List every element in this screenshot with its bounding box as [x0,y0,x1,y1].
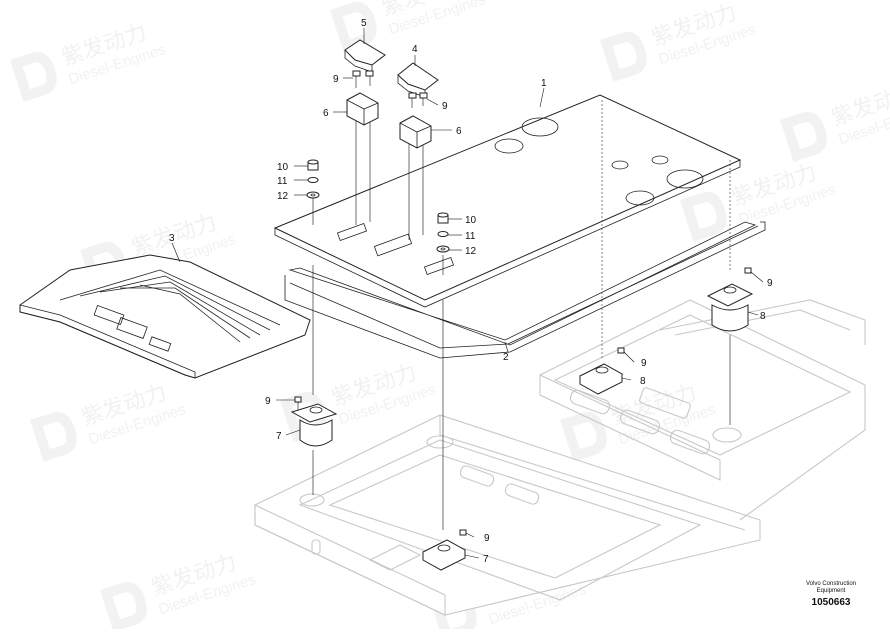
callout-9-mount-left: 9 [265,396,271,407]
callout-7-bottom: 7 [483,554,489,565]
callout-12-right: 12 [465,246,477,257]
manufacturer-label: Volvo Construction Equipment [805,581,857,594]
callout-4: 4 [412,44,418,55]
mount-7-left [290,396,338,447]
watermark-logo-icon [10,52,57,102]
mount-8-middle [578,347,625,395]
callout-9-mount-middle: 9 [641,358,647,369]
watermark-logo-icon [560,412,607,462]
bracket-5 [344,39,386,73]
callout-3: 3 [169,233,175,244]
bracket-4 [397,62,439,98]
machine-frame [254,299,866,616]
assembly-guide-lines [312,100,731,530]
callout-12-left: 12 [277,191,289,202]
callout-10-right: 10 [465,215,477,226]
drawing-number: 1050663 [811,597,851,608]
callout-9-mount-right: 9 [767,278,773,289]
mount-7-bottom [421,529,467,571]
fastener-stack-right [436,212,450,253]
block-6-right [399,115,432,149]
callout-11-left: 11 [277,176,288,187]
callout-5: 5 [361,18,367,29]
watermark-logo-icon [600,32,647,82]
callout-9-upper-right: 9 [442,101,448,112]
mount-8-right [706,267,754,332]
callout-6-left: 6 [323,108,329,119]
watermark-logo-icon [780,112,827,162]
watermark-logo-icon [330,2,377,52]
seal-strip [284,221,766,359]
watermark-logo-icon [100,582,147,632]
callout-6-right: 6 [456,126,462,137]
callout-8-right: 8 [760,311,766,322]
callout-10-left: 10 [277,162,289,173]
callout-7-left: 7 [276,431,282,442]
callout-2: 2 [503,352,509,363]
fastener-stack-left [306,159,320,199]
callout-leaders [171,28,764,559]
callout-9-mount-bottom: 9 [484,533,490,544]
block-6-left [346,92,379,126]
watermark-logo-icon [30,412,77,462]
callout-11-right: 11 [465,231,476,242]
floor-mat [19,254,311,379]
callout-labels: 1 2 3 4 5 6 6 7 7 8 8 9 9 9 9 9 9 10 10 … [169,18,773,565]
watermark-logo-icon [680,192,727,242]
screw-group-upper [352,70,428,108]
callout-1: 1 [541,78,547,89]
callout-8-middle: 8 [640,376,646,387]
callout-9-upper-left: 9 [333,74,339,85]
floor-plate [273,94,742,308]
